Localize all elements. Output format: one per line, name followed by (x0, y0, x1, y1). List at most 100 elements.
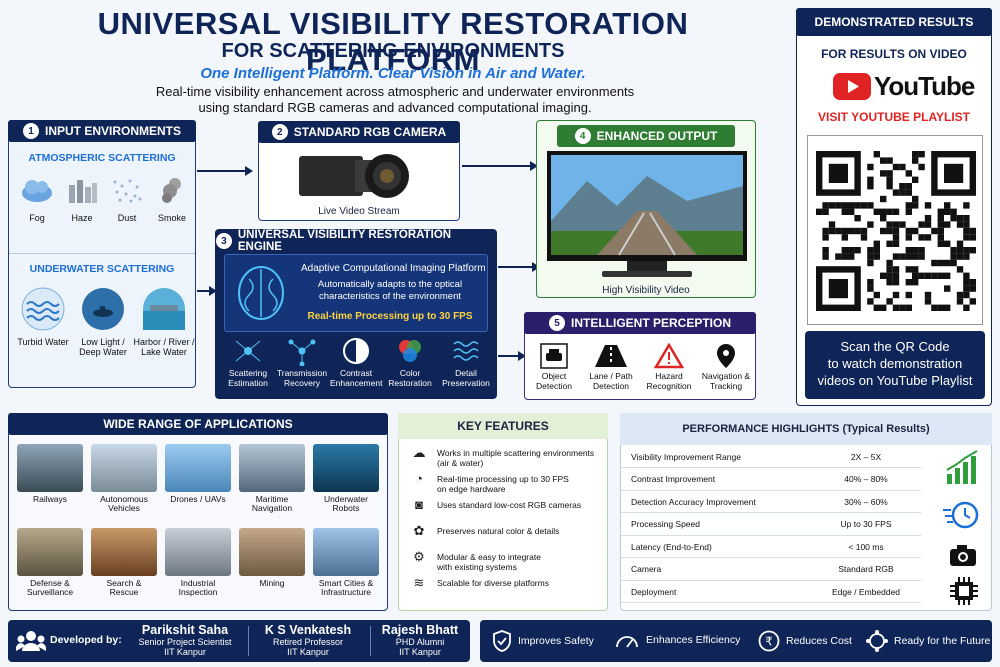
harbor-icon (143, 288, 185, 330)
arrow-camera-to-output (462, 161, 538, 171)
playlist-link[interactable]: VISIT YOUTUBE PLAYLIST (817, 110, 971, 124)
key-features-panel: KEY FEATURES ☁Works in multiple scatteri… (398, 413, 608, 611)
network-icon (288, 339, 316, 367)
app-image-underwater-robots (313, 444, 379, 492)
app-smart-cities: Smart Cities &Infrastructure (311, 528, 381, 597)
rupee-icon: ₹ (758, 630, 780, 652)
applications-header: WIDE RANGE OF APPLICATIONS (8, 413, 388, 435)
youtube-logo[interactable]: YouTube (833, 71, 975, 102)
benefit-efficiency: Enhances Efficiency (614, 630, 740, 650)
team-icon (16, 631, 46, 651)
app-mining: Mining (237, 528, 307, 588)
speedometer-icon: ◔ (415, 471, 423, 486)
developer-3: Rajesh Bhatt PHD Alumni IIT Kanpur (381, 623, 459, 657)
arrow-engine-to-perception (498, 351, 526, 361)
benefit-safety: Improves Safety (492, 630, 594, 652)
app-search-rescue: Search &Rescue (89, 528, 159, 597)
app-defense: Defense &Surveillance (15, 528, 85, 597)
deep-water-item: Low Light / Deep Water (73, 287, 133, 357)
youtube-play-icon (833, 73, 871, 100)
atmospheric-title: ATMOSPHERIC SCATTERING (28, 152, 176, 164)
contrast-icon (343, 338, 369, 364)
performance-header: PERFORMANCE HIGHLIGHTS (Typical Results) (620, 413, 992, 445)
palette-icon: ✿ (413, 523, 425, 538)
car-detect-icon (540, 343, 568, 369)
underwater-title: UNDERWATER SCATTERING (29, 263, 175, 275)
shield-check-icon (493, 630, 511, 652)
warning-icon (653, 342, 685, 369)
benefits-bar: Improves Safety Enhances Efficiency ₹ Re… (480, 620, 992, 662)
arrow-input-to-camera (197, 166, 253, 176)
color-wheel-icon (399, 340, 421, 362)
feature-item: ☁Works in multiple scattering environmen… (409, 446, 604, 468)
feature-item: ✿Preserves natural color & details (409, 523, 604, 538)
camera-small-icon (950, 545, 976, 566)
growth-chart-icon (946, 450, 978, 484)
monitor-icon (547, 151, 747, 277)
fog-item: Fog (19, 177, 55, 223)
speed-clock-icon (943, 501, 979, 529)
output-caption: High Visibility Video (602, 285, 690, 296)
qr-code-icon (816, 151, 976, 311)
tagline: One Intelligent Platform. Clear Vision i… (200, 65, 586, 82)
engine-info-box: Adaptive Computational Imaging Platform … (224, 254, 488, 332)
app-image-smart-cities (313, 528, 379, 576)
app-railways: Railways (15, 444, 85, 504)
app-image-railways (17, 444, 83, 492)
developer-1: Parikshit Saha Senior Project Scientist … (138, 623, 232, 657)
qr-code[interactable] (807, 135, 983, 325)
network-globe-icon (866, 630, 888, 652)
fps-highlight: Real-time Processing up to 30 FPS (307, 311, 473, 322)
performance-row: Latency (End-to-End)< 100 ms (621, 536, 921, 558)
detail-waves-icon (453, 341, 479, 361)
app-image-maritime (239, 444, 305, 492)
dust-icon (113, 179, 142, 203)
road-icon (595, 345, 627, 367)
app-image-drones (165, 444, 231, 492)
scatter-icon (235, 340, 261, 362)
camera-icon (299, 154, 409, 198)
navigation-tracking: Navigation &Tracking (697, 343, 755, 391)
brain-chip-icon (238, 266, 284, 320)
camera-icon: ◙ (415, 497, 423, 512)
page-subtitle: FOR SCATTERING ENVIRONMENTS (221, 40, 565, 62)
turbid-water-item: Turbid Water (15, 287, 71, 347)
app-image-mining (239, 528, 305, 576)
benefit-future: Ready for the Future (866, 630, 990, 652)
app-image-industrial (165, 528, 231, 576)
location-pin-icon (717, 344, 735, 368)
results-panel: DEMONSTRATED RESULTS FOR RESULTS ON VIDE… (796, 8, 992, 406)
page-title: UNIVERSAL VISIBILITY RESTORATION PLATFOR… (97, 6, 689, 77)
modular-icon: ⚙ (413, 549, 425, 564)
app-image-search-rescue (91, 528, 157, 576)
harbor-water-item: Harbor / River / Lake Water (133, 287, 195, 357)
benefit-cost: ₹ Reduces Cost (758, 630, 852, 652)
app-image-defense (17, 528, 83, 576)
svg-text:₹: ₹ (765, 635, 773, 649)
arrow-input-to-engine (197, 286, 217, 296)
features-header: KEY FEATURES (398, 413, 608, 439)
smoke-icon (162, 178, 181, 203)
developers-bar: Developed by: Parikshit Saha Senior Proj… (8, 620, 470, 662)
